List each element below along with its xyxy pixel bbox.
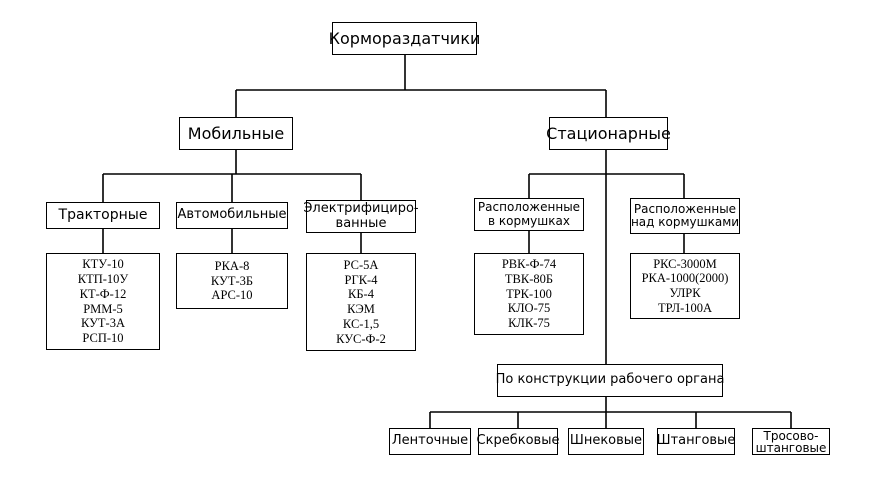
model-item: УЛРК [669,286,701,300]
model-item: ТРЛ-100А [657,300,713,315]
in-feeders-models-box: РВК-Ф-74 ТВК-80Б ТРК-100 КЛО-75 КЛК-75 [474,253,584,335]
model-item: РКС-3000М [653,256,717,271]
electric-models-box: РС-5А РГК-4 КБ-4 КЭМ КС-1,5 КУС-Ф-2 [306,253,416,351]
over-feeders-models-box: РКС-3000М РКА-1000(2000) УЛРК ТРЛ-100А [630,253,740,319]
design-type-label-line-2: штанговые [755,440,827,455]
auto-category-box: Автомобильные [176,202,288,229]
design-type-label: Шнековые [569,433,643,449]
model-item: КС-1,5 [342,316,380,331]
design-type-rod-box: Штанговые [657,428,735,455]
design-type-label: Штанговые [656,433,736,449]
auto-models-box: РКА-8 КУТ-3Б АРС-10 [176,253,288,309]
model-item: КУС-Ф-2 [336,331,386,346]
root-box: Кормораздатчики [329,22,480,55]
model-item: КТ-Ф-12 [79,286,127,301]
model-item: КЛО-75 [507,301,551,316]
model-item: КЛК-75 [508,316,550,331]
design-type-label: Ленточные [391,433,469,449]
model-item: РСП-10 [82,331,124,345]
model-item: РВК-Ф-74 [501,257,557,272]
model-item: РС-5А [343,257,379,272]
stationary-label: Стационарные [546,123,671,143]
auto-category-label: Автомобильные [177,207,287,223]
model-item: КТП-10У [77,272,129,286]
electric-category-label-line-2: ванные [335,215,387,231]
mobile-box: Мобильные [179,117,293,150]
design-type-cable-rod-box: Тросово- штанговые [752,428,830,455]
model-item: АРС-10 [211,288,253,303]
model-item: РКА-1000(2000) [641,271,729,286]
design-type-label-line-1: Тросово- [763,428,819,443]
stationary-box: Стационарные [546,117,671,150]
by-design-label: По конструкции рабочего органа [495,372,725,388]
model-item: КУТ-3А [80,316,125,331]
tractor-models-box: КТУ-10 КТП-10У КТ-Ф-12 РММ-5 КУТ-3А РСП-… [46,253,160,350]
mobile-label: Мобильные [187,123,285,143]
model-item: РММ-5 [83,301,123,316]
by-design-box: По конструкции рабочего органа [495,364,725,397]
in-feeders-category-box: Расположенные в кормушках [474,198,584,231]
design-type-scraper-box: Скребковые [476,428,560,455]
over-feeders-label-line-2: над кормушками [630,215,740,229]
electric-category-label-line-1: Электрифициро- [303,200,419,216]
model-item: КУТ-3Б [210,273,254,288]
root-label: Кормораздатчики [328,28,481,48]
model-item: РКА-8 [214,258,250,273]
model-item: КЭМ [347,302,375,316]
model-item: ТВК-80Б [504,271,554,286]
in-feeders-label-line-1: Расположенные [477,200,581,215]
over-feeders-category-box: Расположенные над кормушками [630,198,740,234]
in-feeders-label-line-2: в кормушках [488,213,570,228]
tractor-category-label: Тракторные [58,206,148,223]
tractor-category-box: Тракторные [46,202,160,229]
model-item: ТРК-100 [506,286,552,301]
design-type-auger-box: Шнековые [568,428,644,455]
electric-category-box: Электрифициро- ванные [303,200,419,233]
model-item: РГК-4 [344,272,378,287]
model-item: КБ-4 [348,287,374,302]
model-item: КТУ-10 [82,257,124,272]
over-feeders-label-line-1: Расположенные [633,201,737,216]
design-type-belt-box: Ленточные [389,428,471,455]
design-type-label: Скребковые [476,433,560,449]
